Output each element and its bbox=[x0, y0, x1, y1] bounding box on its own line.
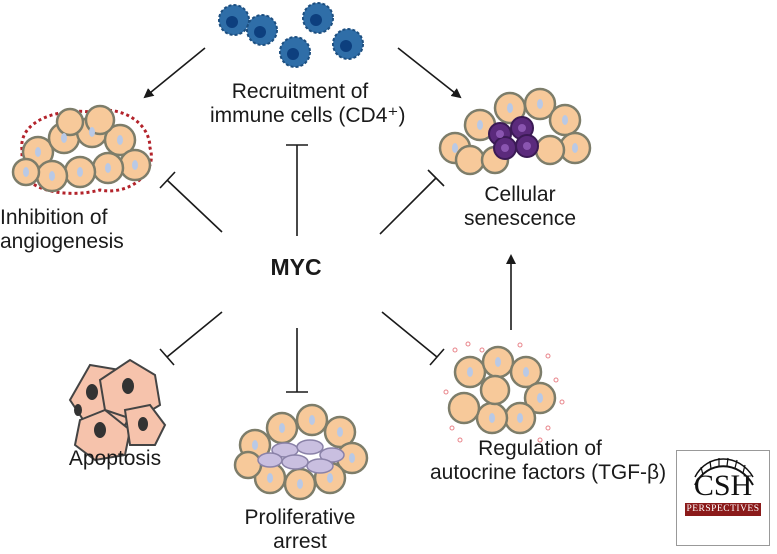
label-senescence-line2: senescence bbox=[463, 207, 577, 230]
senescence-cluster-illustration bbox=[438, 87, 592, 176]
label-autocrine-line1: Regulation of bbox=[478, 437, 602, 460]
label-apoptosis: Apoptosis bbox=[50, 447, 180, 471]
label-arrest: Proliferative arrest bbox=[225, 506, 375, 554]
label-apoptosis-line1: Apoptosis bbox=[68, 447, 162, 470]
label-senescence: Cellular senescence bbox=[450, 183, 590, 231]
edge-myc-senescence bbox=[379, 177, 437, 235]
label-autocrine: Regulation of autocrine factors (TGF-β) bbox=[430, 437, 667, 485]
label-immune-cells: Recruitment of immune cells (CD4⁺) bbox=[210, 80, 406, 128]
label-arrest-line2: arrest bbox=[273, 530, 327, 553]
immune-cells-illustration bbox=[218, 2, 364, 68]
label-angiogenesis-line2: angiogenesis bbox=[0, 230, 124, 253]
myc-center-label: MYC bbox=[270, 254, 322, 280]
arrest-cluster-illustration bbox=[233, 403, 369, 501]
label-angiogenesis-line1: Inhibition of bbox=[0, 206, 108, 229]
label-arrest-line1: Proliferative bbox=[244, 506, 356, 529]
bar-myc-senescence bbox=[427, 169, 445, 187]
label-senescence-line1: Cellular bbox=[484, 183, 556, 206]
label-immune-line1: Recruitment of bbox=[231, 80, 369, 103]
arrow-immune-senescence bbox=[397, 47, 462, 99]
angiogenesis-cluster-illustration bbox=[11, 104, 153, 195]
myc-edges bbox=[143, 47, 516, 393]
autocrine-cluster-illustration bbox=[443, 341, 565, 443]
edge-myc-autocrine bbox=[381, 311, 438, 358]
apoptosis-illustration bbox=[68, 358, 167, 462]
label-immune-line2: immune cells (CD4⁺) bbox=[210, 104, 406, 127]
bar-myc-angiogenesis bbox=[159, 171, 176, 189]
label-autocrine-line2: autocrine factors (TGF-β) bbox=[430, 461, 667, 484]
dna-helix-icon bbox=[694, 457, 754, 486]
csh-perspectives-logo: CSH PERSPECTIVES bbox=[676, 450, 770, 546]
edge-myc-apoptosis bbox=[166, 311, 223, 358]
edge-myc-angiogenesis bbox=[166, 179, 223, 233]
logo-perspectives-text: PERSPECTIVES bbox=[685, 503, 761, 516]
logo-csh-text: CSH bbox=[693, 469, 753, 502]
bar-myc-apoptosis bbox=[159, 348, 175, 366]
bar-myc-autocrine bbox=[429, 348, 445, 366]
label-angiogenesis: Inhibition of angiogenesis bbox=[0, 206, 140, 254]
arrow-immune-angiogenesis bbox=[143, 47, 206, 99]
